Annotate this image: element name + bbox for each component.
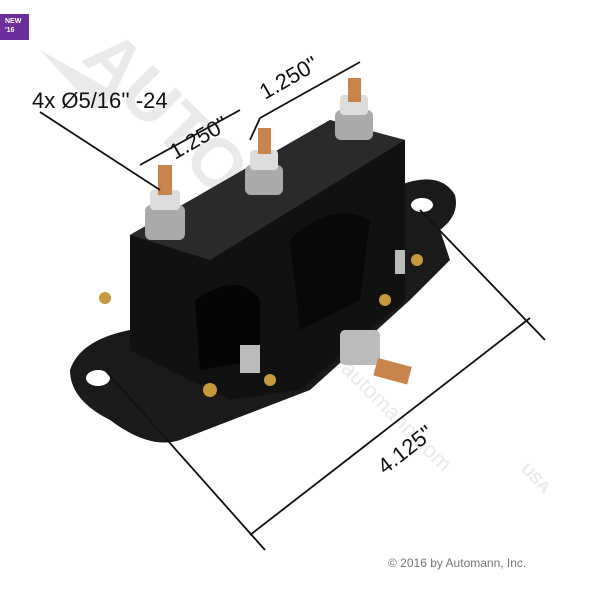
- badge-line1: NEW: [5, 18, 22, 25]
- terminal-left: [145, 165, 185, 240]
- badge-line2: '16: [5, 27, 15, 34]
- dimension-lines: [39, 61, 546, 551]
- thread-spec-label: 4x Ø5/16'' -24: [32, 88, 168, 113]
- solenoid-body: [99, 120, 423, 400]
- terminal-center: [245, 128, 283, 195]
- watermark-region: USA: [517, 461, 553, 497]
- new-badge: NEW '16: [0, 14, 29, 40]
- copyright-notice: © 2016 by Automann, Inc.: [388, 556, 527, 570]
- terminal-stud-front: [340, 330, 412, 385]
- terminal-right: [335, 78, 373, 140]
- spacing-right-label: 1.250'': [255, 51, 322, 104]
